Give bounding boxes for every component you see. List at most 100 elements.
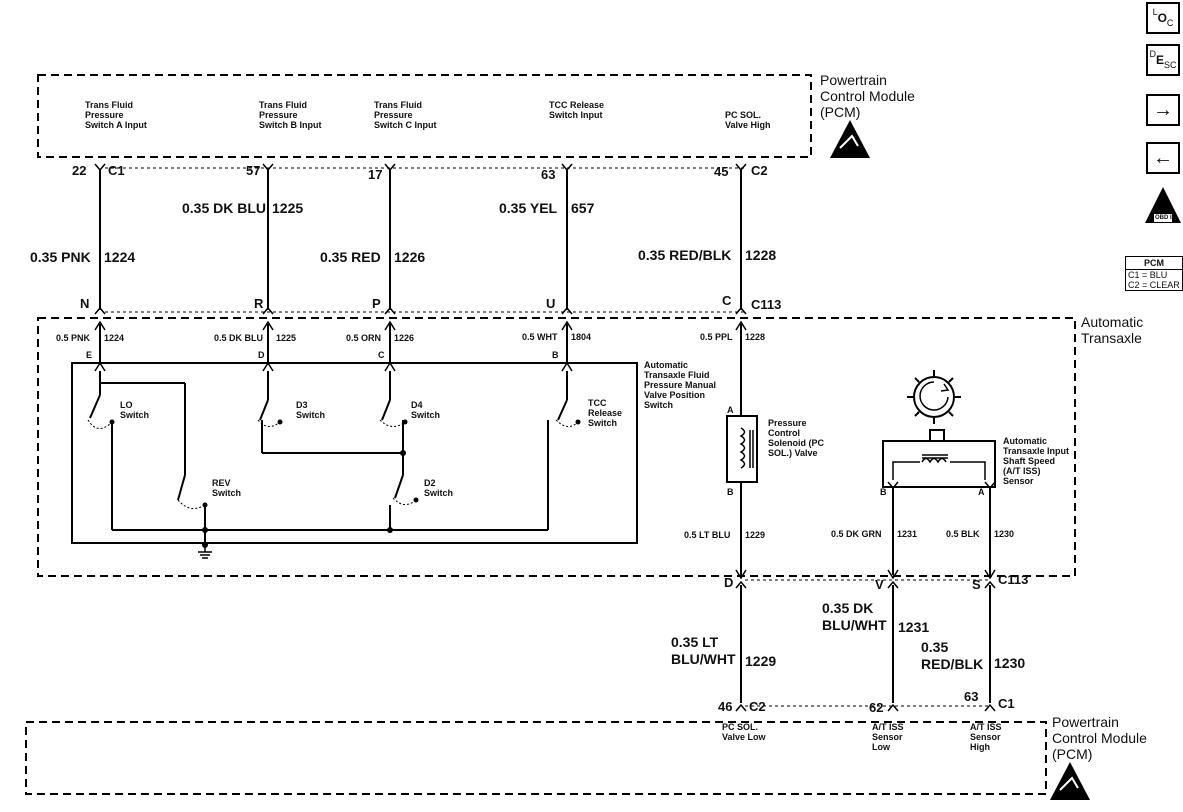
next-arrow-glyph: → — [1153, 98, 1173, 121]
wire-circuit: 1231 — [897, 529, 918, 539]
wire-color: 0.35 RED/BLK — [638, 247, 732, 263]
wire-circuit: 1224 — [104, 249, 136, 265]
wire-circuit: 1230 — [994, 529, 1015, 539]
wire-color: 0.5 PPL — [700, 332, 733, 342]
wire-circuit: 1225 — [276, 333, 297, 343]
legend-title: PCM — [1126, 257, 1182, 270]
wire-color: 0.35 RED/BLK — [921, 639, 984, 672]
wire-color: 0.5 ORN — [346, 333, 382, 343]
wire-color: 0.35 PNK — [30, 249, 91, 265]
solenoid-pin-a: A — [727, 405, 734, 415]
pin-number: 45 — [714, 164, 729, 179]
connector-label: C1 — [998, 696, 1015, 711]
pin-letter: V — [875, 577, 884, 592]
desc-sub2: C — [1170, 60, 1177, 70]
wire-circuit: 1225 — [272, 200, 304, 216]
pcm-input-label: Trans Fluid Pressure Switch B Input — [259, 100, 322, 130]
switch-label: TCC Release Switch — [588, 398, 623, 428]
transaxle-box — [37, 317, 1076, 577]
pin-letter: S — [972, 577, 981, 592]
pcm-input-label: A/T ISS Sensor High — [970, 722, 1002, 752]
esd-warning-icon-top — [830, 120, 870, 158]
pcm-input-label: A/T ISS Sensor Low — [872, 722, 904, 752]
desc-sub: S — [1164, 60, 1171, 70]
wire-circuit: 1226 — [394, 249, 426, 265]
connector-label: C113 — [751, 297, 782, 312]
wire-circuit: 1224 — [104, 333, 125, 343]
pcm-top-box — [37, 74, 812, 158]
connector-label: C2 — [751, 163, 768, 178]
connector-label: C1 — [108, 163, 125, 178]
legend-row: C1 = BLU — [1128, 270, 1168, 280]
wire-color: 0.35 YEL — [499, 200, 558, 216]
wire-color: 0.5 PNK — [56, 333, 91, 343]
iss-pin-a: A — [978, 487, 985, 497]
iss-sensor-label: Automatic Transaxle Input Shaft Speed (A… — [1003, 436, 1070, 486]
legend-row: C2 = CLEAR — [1128, 280, 1180, 290]
wire-color: 0.5 DK BLU — [214, 333, 264, 343]
switch-label: REV Switch — [212, 478, 242, 498]
solenoid-label: Pressure Control Solenoid (PC SOL.) Valv… — [768, 418, 824, 458]
solenoid-pin-b: B — [727, 487, 734, 497]
pin-letter: R — [254, 296, 264, 311]
esd-warning-icon-bottom — [1050, 762, 1090, 800]
pcm-connector-legend: PCM C1 = BLU C2 = CLEAR — [1125, 256, 1183, 291]
wire-color: 0.5 WHT — [522, 332, 558, 342]
connector-label: C2 — [749, 699, 766, 714]
wire-circuit: 1229 — [745, 653, 777, 669]
pcm-input-label: PC SOL. Valve High — [725, 110, 771, 130]
pin-letter: B — [552, 350, 559, 360]
pcm-input-label: TCC Release Switch Input — [549, 100, 605, 120]
pcm-input-label: Trans Fluid Pressure Switch A Input — [85, 100, 147, 130]
pin-letter: P — [372, 296, 381, 311]
switch-assembly-label: Automatic Transaxle Fluid Pressure Manua… — [644, 360, 717, 410]
pin-letter: D — [724, 575, 734, 590]
wire-color: 0.35 DK BLU — [182, 200, 267, 216]
pcm-input-label: Trans Fluid Pressure Switch C Input — [374, 100, 437, 130]
wire-circuit: 1229 — [745, 530, 766, 540]
desc-sup: D — [1149, 49, 1156, 59]
pin-number: 63 — [964, 689, 979, 704]
pin-letter: D — [258, 350, 265, 360]
wire-circuit: 1228 — [745, 247, 777, 263]
iss-pin-b: B — [880, 487, 887, 497]
connector-label: C113 — [998, 572, 1029, 587]
pcm-bottom-box — [25, 721, 1047, 795]
wire-circuit: 1804 — [571, 332, 592, 342]
pin-letter: C — [722, 293, 732, 308]
switch-label: D4 Switch — [411, 400, 441, 420]
pcm-input-label: PC SOL. Valve Low — [722, 722, 766, 742]
switch-assembly-box — [71, 362, 638, 544]
transaxle-label: Automatic Transaxle — [1081, 314, 1144, 346]
pin-letter: U — [546, 296, 556, 311]
next-arrow-icon[interactable]: → — [1146, 94, 1180, 126]
wire-circuit: 1231 — [898, 619, 930, 635]
loc-sub: C — [1166, 18, 1174, 28]
prev-arrow-icon[interactable]: ← — [1146, 142, 1180, 174]
switch-label: LO Switch — [120, 400, 150, 420]
wire-circuit: 1230 — [994, 655, 1026, 671]
pin-number: 46 — [718, 699, 733, 714]
pin-letter: C — [378, 350, 385, 360]
pin-number: 17 — [368, 167, 383, 182]
wire-color: 0.35 LT BLU/WHT — [671, 634, 736, 667]
pin-letter: N — [80, 296, 90, 311]
pin-number: 22 — [72, 163, 87, 178]
wire-circuit: 1228 — [745, 332, 766, 342]
desc-main: E — [1155, 53, 1164, 67]
pin-letter: E — [86, 350, 93, 360]
pin-number: 57 — [246, 163, 261, 178]
wire-color: 0.5 DK GRN — [831, 529, 882, 539]
wire-color: 0.5 LT BLU — [684, 530, 731, 540]
wire-color: 0.35 RED — [320, 249, 381, 265]
wire-circuit: 1226 — [394, 333, 415, 343]
pcm-top-label: Powertrain Control Module (PCM) — [820, 72, 915, 120]
obd-ii-icon[interactable]: OBD II — [1143, 185, 1183, 225]
pin-number: 62 — [869, 700, 884, 715]
switch-label: D3 Switch — [296, 400, 326, 420]
switch-label: D2 Switch — [424, 478, 454, 498]
wire-circuit: 657 — [571, 200, 595, 216]
